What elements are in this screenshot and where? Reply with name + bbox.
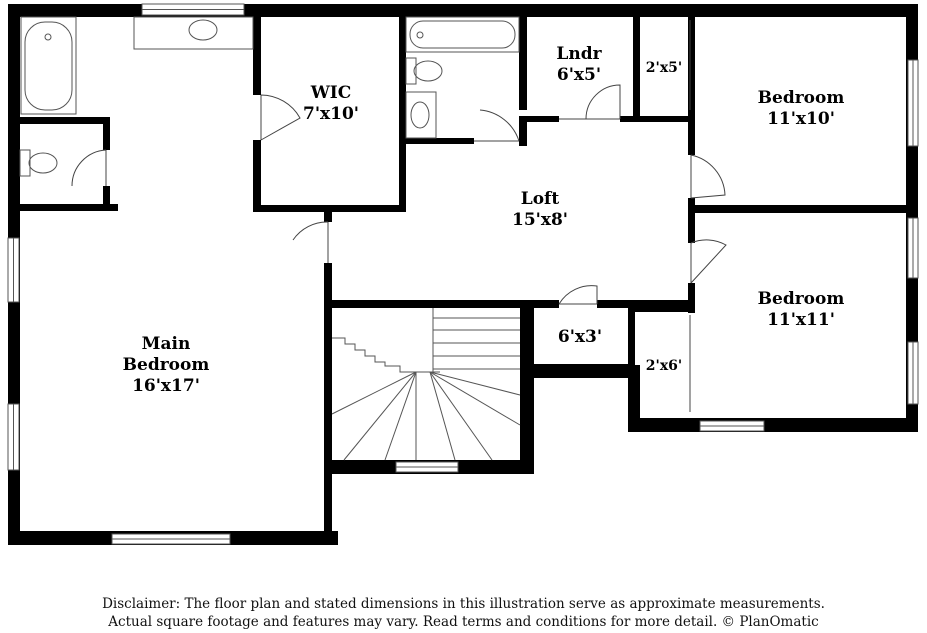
wall-closet-b-top [635, 305, 695, 312]
main-bedroom-dims: 16'x17' [132, 376, 200, 396]
loft-label: Loft [521, 189, 560, 209]
bedroom-2-dims: 11'x11' [767, 310, 835, 330]
sink-hall [405, 91, 437, 139]
door-wic [260, 94, 301, 141]
wall-main-right [324, 263, 332, 545]
laundry-label: Lndr [556, 44, 602, 64]
wall-loft-left-a [324, 210, 332, 222]
bedroom-2-label: Bedroom [758, 289, 845, 309]
wall-toilet-right-b [103, 186, 110, 211]
bedroom-1-dims: 11'x10' [767, 109, 835, 129]
door-loft-left [292, 221, 329, 263]
wall-bed2-bottom [628, 418, 918, 432]
wall-closet-b-left [628, 365, 640, 432]
wall-bed1-left-a [688, 10, 695, 155]
loft-dims: 15'x8' [512, 210, 568, 230]
door-toilet [71, 149, 107, 187]
wall-laundry-bottom-b [620, 116, 695, 122]
wall-wic-left-b [253, 140, 261, 211]
bedroom-1-label: Bedroom [758, 88, 845, 108]
wall-closet-c-bottom [520, 364, 635, 378]
door-hallbath [474, 109, 520, 142]
windows [7, 3, 919, 545]
wall-wic-right [399, 10, 406, 212]
wall-stair-top [324, 300, 559, 308]
wall-laundry-bottom-a [519, 116, 559, 122]
vanity-main [133, 16, 254, 50]
wall-hallbath-bottom [399, 138, 474, 144]
door-bed1 [690, 154, 726, 199]
bathtub-hall [405, 16, 520, 53]
closet-b-dims: 2'x6' [646, 358, 682, 374]
wic-dims: 7'x10' [303, 104, 359, 124]
door-bed2 [690, 239, 727, 284]
toilet-main [19, 149, 58, 177]
door-closet-c [558, 285, 598, 305]
closet-c-dims: 6'x3' [558, 327, 602, 347]
doors [71, 20, 727, 412]
wall-bed2-left-a [688, 283, 695, 313]
disclaimer-line-1: Disclaimer: The floor plan and stated di… [102, 596, 825, 612]
walls [8, 4, 918, 545]
wall-wic-bottom [253, 205, 406, 212]
wall-laundry-right [633, 10, 640, 122]
door-laundry [559, 84, 621, 120]
wall-toilet-top [8, 117, 108, 124]
fixtures [19, 16, 520, 177]
wall-bed1-left-b [688, 198, 695, 243]
main-bedroom-label-line2: Bedroom [123, 355, 210, 375]
wall-hallbath-right-a [519, 10, 527, 110]
wall-toilet-right-a [103, 117, 110, 150]
wall-stair-right [520, 300, 534, 474]
wall-stair-top-b [597, 300, 695, 308]
wall-hallbath-right-b [519, 118, 527, 146]
closet-a-dims: 2'x5' [646, 60, 682, 76]
wall-wic-left-a [253, 10, 261, 95]
toilet-hall [405, 57, 443, 85]
wall-bath-divider [8, 204, 118, 211]
bathtub-main [20, 16, 77, 115]
wall-closet-c-right [628, 300, 635, 370]
disclaimer-line-2: Actual square footage and features may v… [108, 614, 819, 630]
main-bedroom-label-line1: Main [142, 334, 191, 354]
laundry-dims: 6'x5' [557, 65, 601, 85]
room-labels: Main Bedroom 16'x17' WIC 7'x10' Lndr 6'x… [123, 44, 845, 396]
staircase [331, 308, 521, 461]
wic-label: WIC [310, 83, 352, 103]
wall-bed-divider [688, 205, 918, 213]
